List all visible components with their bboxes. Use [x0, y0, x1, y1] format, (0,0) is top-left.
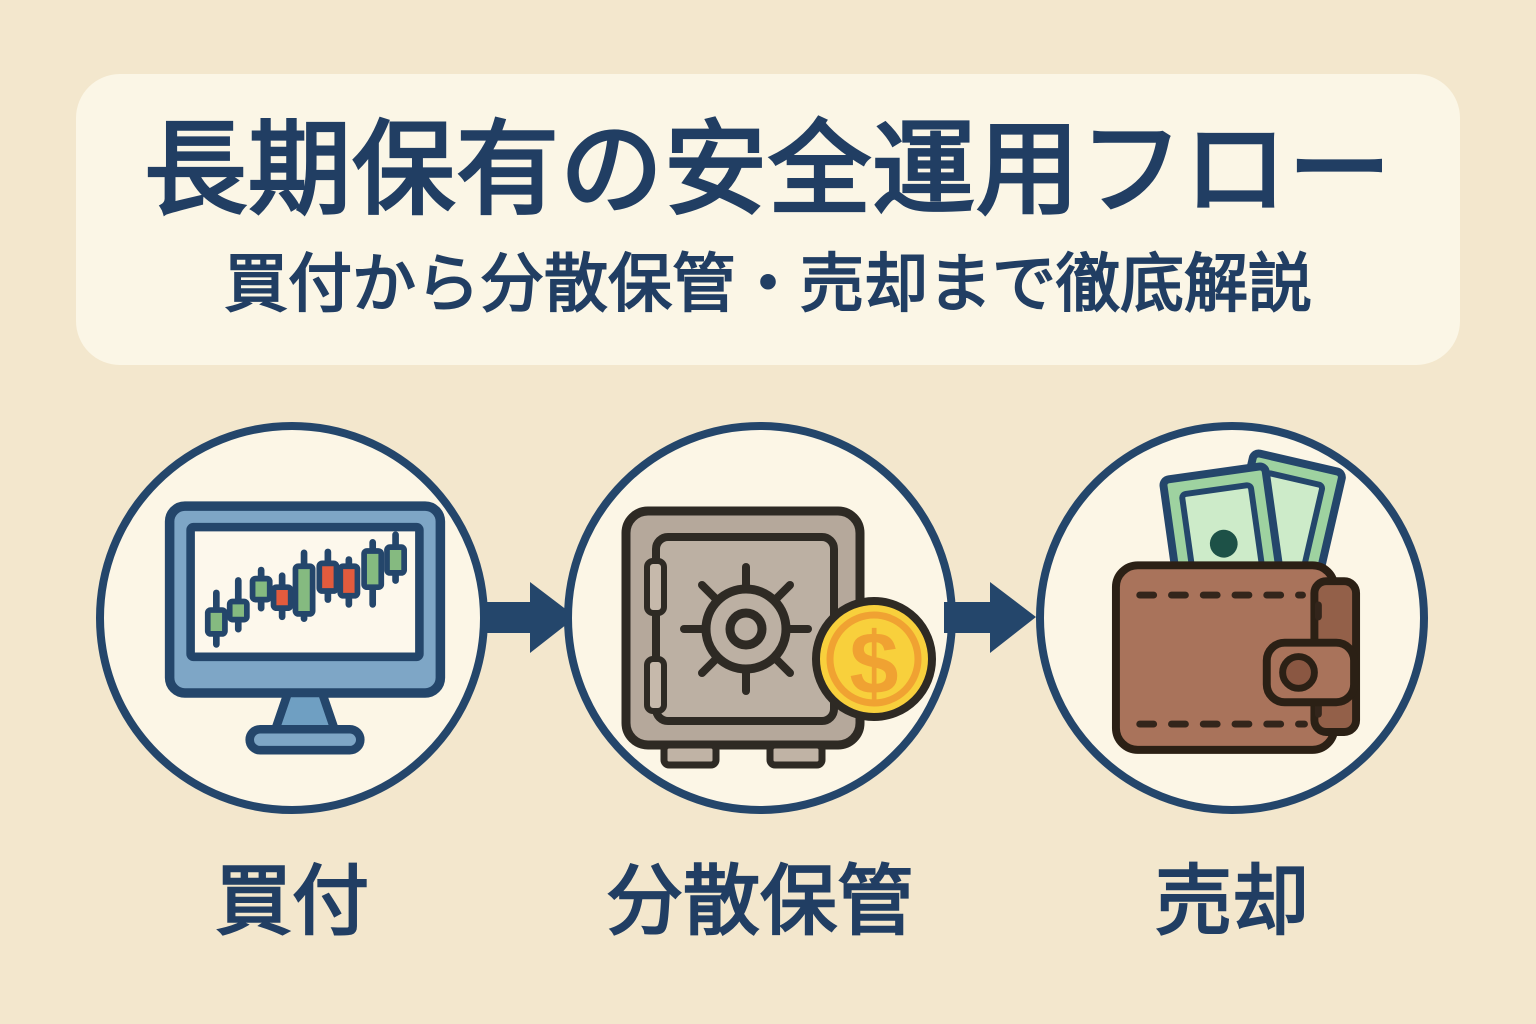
- candlestick-chart: [204, 531, 408, 648]
- flow-step-circle-sell: [1036, 422, 1428, 814]
- wallet-body: [1111, 561, 1361, 754]
- wallet-with-banknotes-icon: [1111, 449, 1361, 754]
- dollar-coin-icon: $: [812, 597, 936, 721]
- safe-foot-left: [660, 741, 720, 769]
- step-label-store: 分散保管: [606, 859, 914, 945]
- safe-foot-right: [766, 741, 826, 769]
- page-title: 長期保有の安全運用フロー: [144, 112, 1392, 227]
- safe-dial: [680, 563, 812, 695]
- wallet-strap: [1262, 638, 1359, 707]
- safe-with-dollar-coin-icon: $: [621, 506, 936, 769]
- step-label-sell: 売却: [1155, 859, 1309, 945]
- monitor-candlestick-chart-icon: [164, 501, 446, 755]
- safe-hinge-top: [644, 558, 667, 616]
- safe-hinge-bottom: [644, 656, 667, 714]
- banknote-portrait-head: [1209, 529, 1238, 558]
- title-panel: 長期保有の安全運用フロー 買付から分散保管・売却まで徹底解説: [76, 74, 1460, 365]
- flow-step-circle-buy: [96, 422, 488, 814]
- right-arrow-icon: [484, 582, 576, 653]
- page-subtitle: 買付から分散保管・売却まで徹底解説: [224, 248, 1312, 320]
- step-label-buy: 買付: [215, 859, 369, 945]
- flow-step-circle-store: $: [564, 422, 956, 814]
- right-arrow-icon: [944, 582, 1036, 653]
- wallet-strap-button: [1279, 653, 1318, 692]
- dollar-symbol: $: [850, 614, 899, 713]
- monitor-stand: [245, 688, 365, 755]
